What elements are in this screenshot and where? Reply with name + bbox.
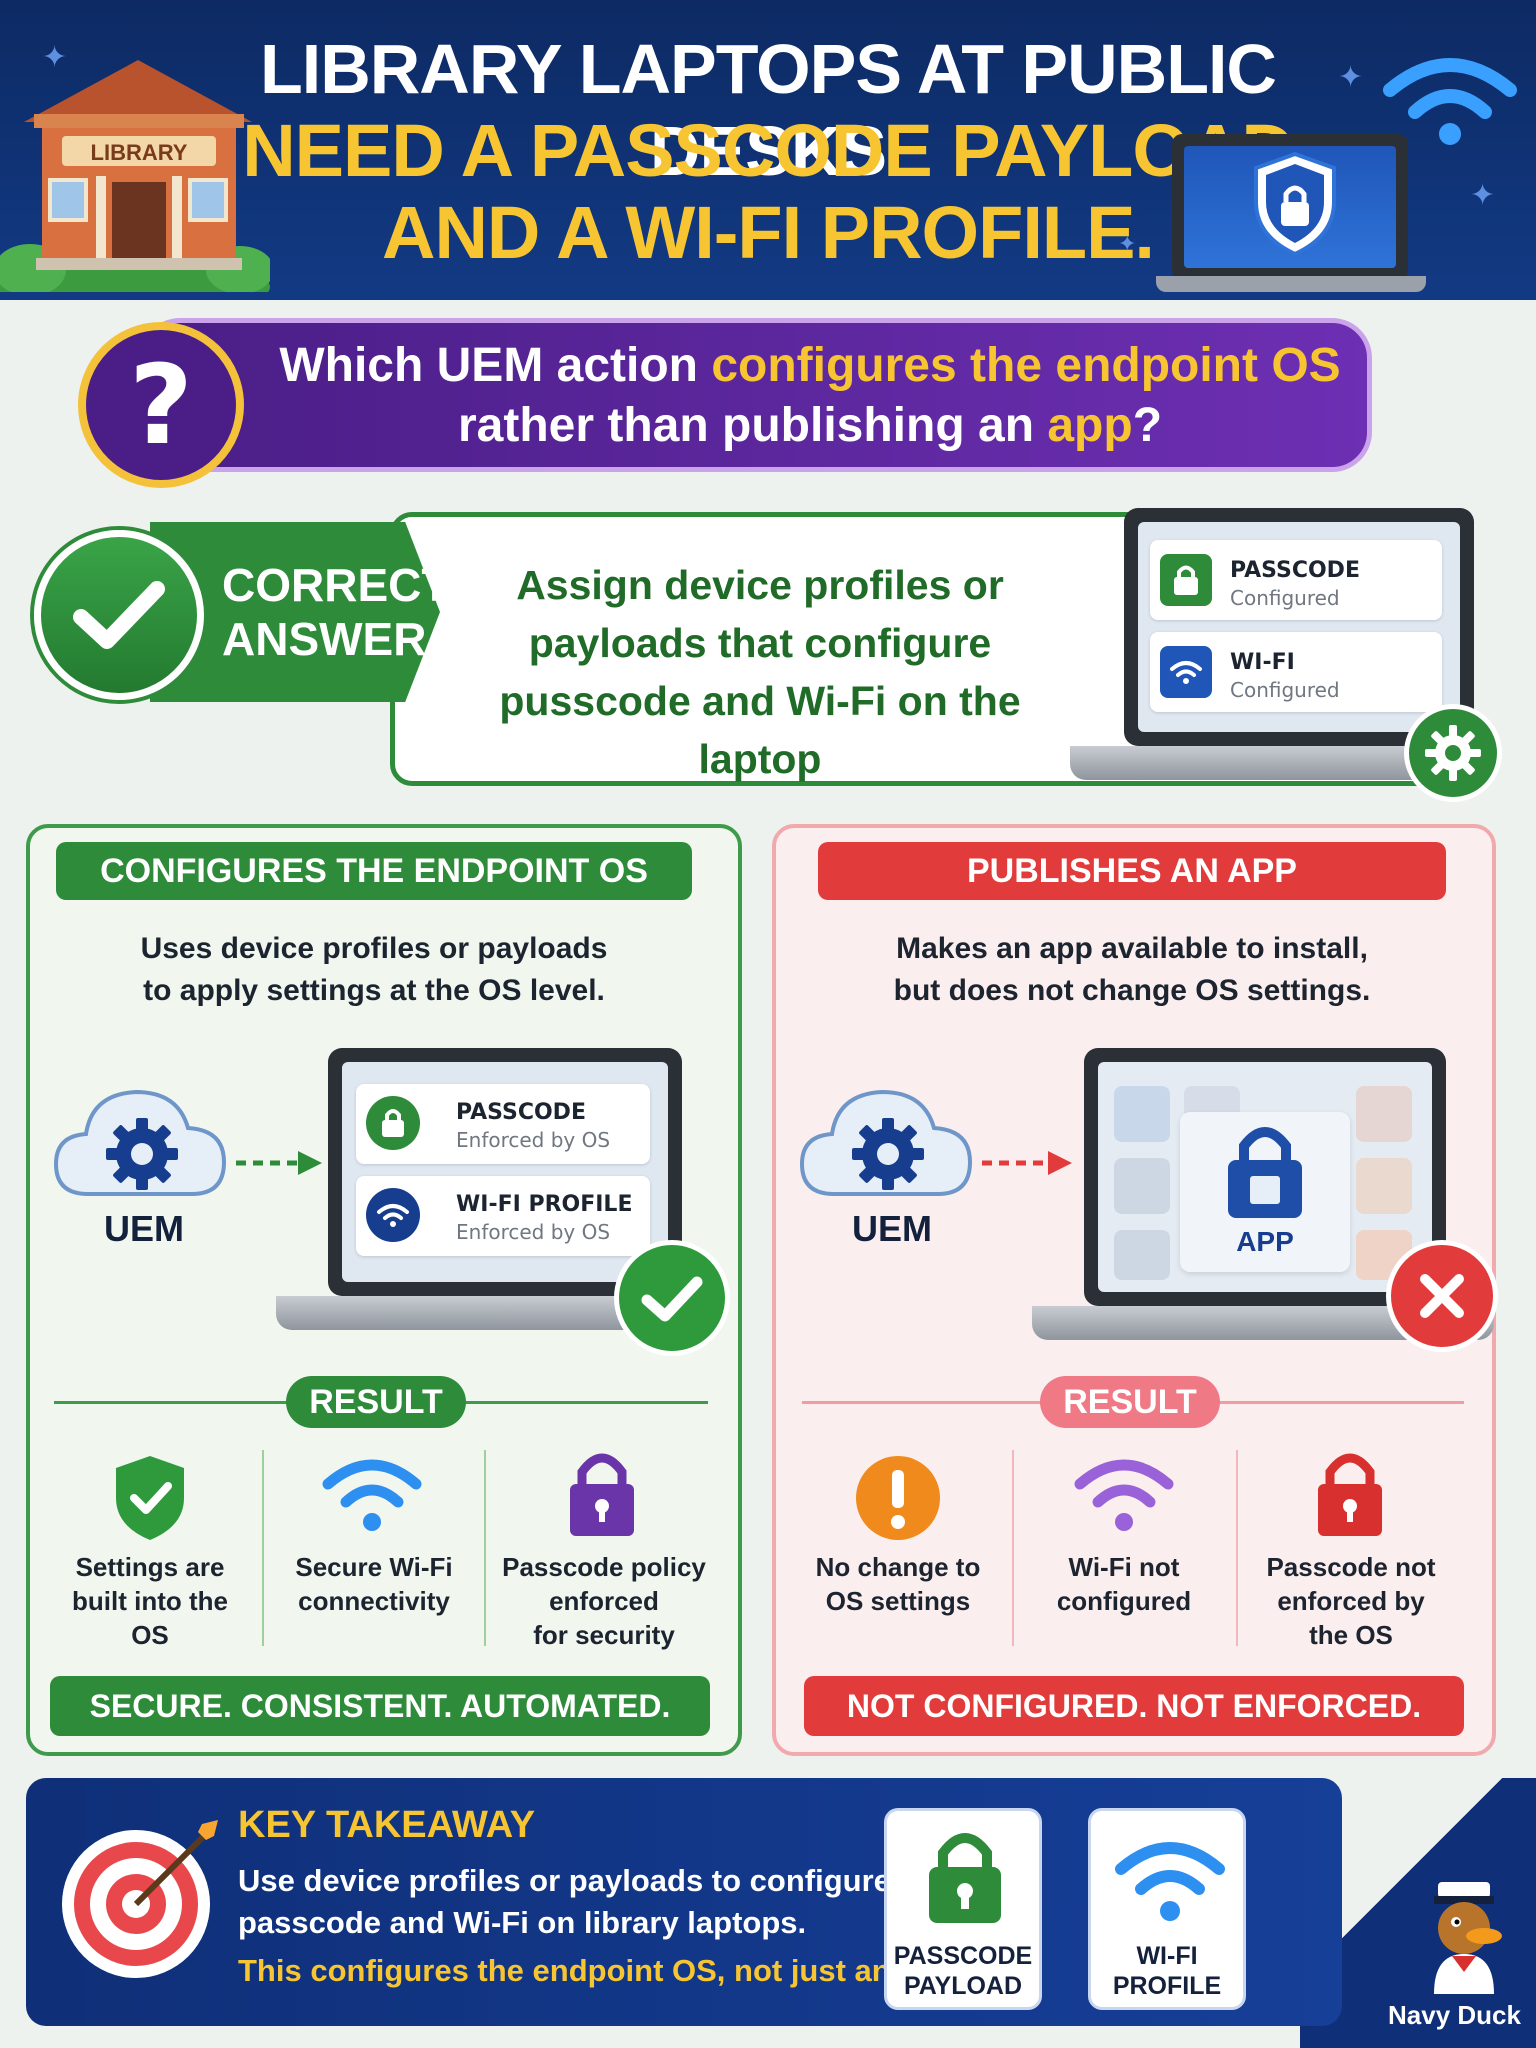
takeaway-line-2: passcode and Wi-Fi on library laptops. xyxy=(238,1905,807,1940)
card-title: PASSCODE xyxy=(456,1100,586,1125)
lock-icon xyxy=(366,1096,420,1150)
wifi-icon xyxy=(1115,1842,1225,1921)
arrow-right-icon xyxy=(236,1151,322,1175)
app-label: APP xyxy=(1236,1226,1294,1257)
gear-icon xyxy=(1404,704,1502,802)
card-status: Configured xyxy=(1230,678,1340,702)
publishes-app-description: Makes an app available to install,but do… xyxy=(893,932,1371,1007)
app-tile xyxy=(1114,1158,1170,1214)
x-icon xyxy=(1386,1240,1498,1352)
question-banner xyxy=(140,318,1372,472)
lock-icon xyxy=(570,1453,634,1536)
result-label: RESULT xyxy=(286,1376,466,1428)
wifi-icon xyxy=(322,1459,422,1531)
uem-label: UEM xyxy=(104,1208,184,1249)
answer-text: Assign device profiles or payloads that … xyxy=(499,562,1021,782)
wifi-icon xyxy=(366,1188,420,1242)
question-icon: ? xyxy=(78,322,244,488)
separator xyxy=(262,1450,264,1646)
lock-icon xyxy=(1318,1453,1382,1536)
wifi-icon xyxy=(1160,646,1212,698)
sparkle-icon: ✦ xyxy=(1338,60,1364,95)
app-tile xyxy=(1114,1230,1170,1280)
app-tile xyxy=(1356,1086,1412,1142)
wifi-icon xyxy=(1074,1459,1174,1531)
target-icon xyxy=(62,1820,218,1978)
brand-name: Navy Duck xyxy=(1388,2000,1521,2030)
separator xyxy=(484,1450,486,1646)
question-line-1: Which UEM action configures the endpoint… xyxy=(279,339,1341,392)
cloud-gear-icon xyxy=(799,1089,973,1196)
passcode-status-card: PASSCODE Configured xyxy=(1150,540,1442,620)
app-tile xyxy=(1356,1158,1412,1214)
uem-label: UEM xyxy=(852,1208,932,1249)
configures-os-heading: CONFIGURES THE ENDPOINT OS xyxy=(56,842,692,900)
arrow-right-icon xyxy=(982,1151,1072,1175)
wifi-status-card: WI-FI Configured xyxy=(1150,632,1442,712)
library-building-icon: LIBRARY xyxy=(0,60,270,292)
title-line-3: AND A WI-FI PROFILE. xyxy=(382,191,1155,274)
shield-check-icon xyxy=(116,1456,184,1540)
result-label: RESULT xyxy=(1040,1376,1220,1428)
duck-mascot-icon xyxy=(1434,1882,1502,1994)
configures-os-footer: SECURE. CONSISTENT. AUTOMATED. xyxy=(50,1676,710,1736)
title-line-2: NEED A PASSCODE PAYLOAD xyxy=(242,109,1295,192)
app-tile xyxy=(1114,1086,1170,1142)
separator xyxy=(1012,1450,1014,1646)
card-status: Enforced by OS xyxy=(456,1128,611,1152)
wifi-icon xyxy=(1383,58,1517,145)
key-takeaway-heading: KEY TAKEAWAY xyxy=(238,1804,536,1846)
card-status: Enforced by OS xyxy=(456,1220,611,1244)
checkmark-icon xyxy=(34,530,204,700)
publishes-app-footer: NOT CONFIGURED. NOT ENFORCED. xyxy=(804,1676,1464,1736)
library-sign: LIBRARY xyxy=(91,140,188,165)
publishes-app-heading: PUBLISHES AN APP xyxy=(818,842,1446,900)
passcode-enforced-card: PASSCODE Enforced by OS xyxy=(356,1084,650,1164)
question-line-2: rather than publishing an app? xyxy=(457,399,1163,452)
checkmark-icon xyxy=(614,1240,730,1356)
warning-icon xyxy=(856,1456,940,1540)
lock-icon xyxy=(929,1833,1001,1923)
card-title: WI-FI PROFILE xyxy=(456,1192,633,1217)
takeaway-line-3: This configures the endpoint OS, not jus… xyxy=(238,1953,964,1988)
sparkle-icon: ✦ xyxy=(1470,178,1496,213)
sparkle-icon: ✦ xyxy=(42,40,68,75)
cloud-gear-icon xyxy=(53,1089,227,1196)
wifi-enforced-card: WI-FI PROFILE Enforced by OS xyxy=(356,1176,650,1256)
card-title: PASSCODE xyxy=(1230,558,1360,583)
app-lock-icon xyxy=(1228,1127,1302,1218)
card-status: Configured xyxy=(1230,586,1340,610)
separator xyxy=(1236,1450,1238,1646)
lock-icon xyxy=(1160,554,1212,606)
title-line-1: LIBRARY LAPTOPS AT PUBLIC DESKS xyxy=(260,30,1277,190)
takeaway-line-1: Use device profiles or payloads to confi… xyxy=(238,1863,891,1898)
card-title: WI-FI xyxy=(1230,650,1295,675)
shield-lock-icon xyxy=(1254,151,1336,257)
sparkle-icon: ✦ xyxy=(1118,232,1137,257)
